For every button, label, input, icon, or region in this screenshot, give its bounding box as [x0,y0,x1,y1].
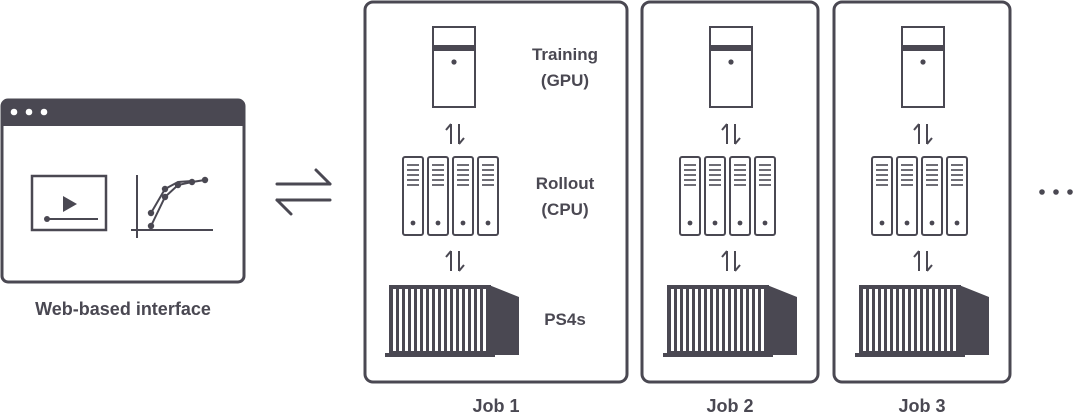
job-2-label: Job 2 [706,396,754,416]
ps4s-label: PS4s [544,310,586,329]
window-dots-icon [10,108,48,116]
job-2-panel [640,0,820,384]
ps4-stack-icon [385,285,519,357]
training-gpu-icon [432,26,476,108]
more-jobs-indicator [1039,189,1073,195]
ps4-stack-icon [663,285,797,357]
job-3-panel [832,0,1012,384]
training-gpu-icon [901,26,945,108]
bidirectional-arrows-icon [275,168,332,216]
ps4-stack-icon [855,285,989,357]
training-gpu-label: Training (GPU) [531,45,599,90]
play-icon [30,174,108,232]
job-1-panel [363,0,629,384]
learning-curve-icon [131,175,213,238]
web-interface-label: Web-based interface [35,299,211,319]
web-interface-window [0,98,246,284]
job-3-label: Job 3 [898,396,946,416]
rollout-cpu-label: Rollout (CPU) [535,174,595,219]
job-1-label: Job 1 [472,396,520,416]
training-gpu-icon [709,26,753,108]
